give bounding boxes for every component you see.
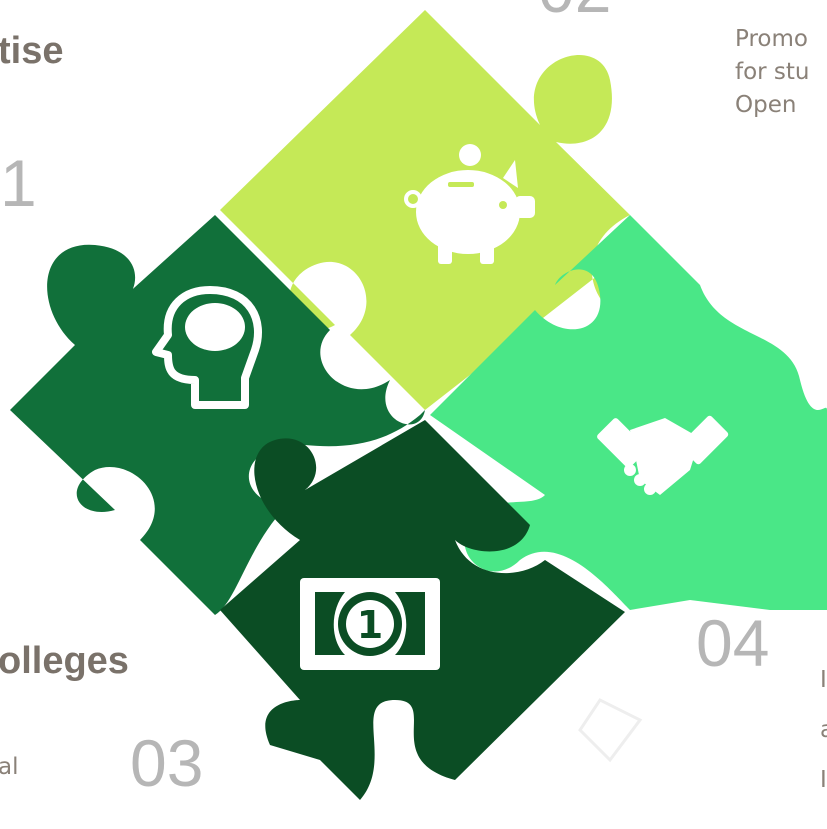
brain-icon [185,303,245,351]
top-right-text-line-2: for stu [735,59,810,85]
handshake-icon [597,415,729,495]
piggy-bank-icon [404,144,535,264]
bottom-left-number: 03 [130,726,204,800]
bill-symbol: 1 [357,603,383,647]
bottom-left-text: al [0,754,19,780]
bottom-right-number: 04 [696,606,770,680]
top-right-number: 02 [538,0,611,22]
bottom-left-heading: olleges [0,640,129,682]
top-left-number: 1 [0,146,37,220]
bottom-right-text-line-2: a [820,715,827,746]
puzzle-piece-savings [220,10,662,410]
piece-partnership-shape [430,215,827,610]
faint-decorative-icon [578,698,643,763]
brain-head-icon [152,286,262,409]
dollar-bill-icon: 1 [300,578,440,670]
bottom-right-text-line-1: I [820,667,827,693]
piece-expertise-shape [10,215,425,615]
top-left-heading: tise [0,30,64,72]
top-right-text-line-1: Promo [735,26,808,52]
puzzle-piece-expertise [10,215,425,615]
puzzle-piece-partnership [430,215,827,610]
top-right-text-line-3: Open [735,92,797,118]
puzzle-piece-cost: 1 [220,420,625,800]
bottom-right-text-line-3: I [820,767,827,793]
